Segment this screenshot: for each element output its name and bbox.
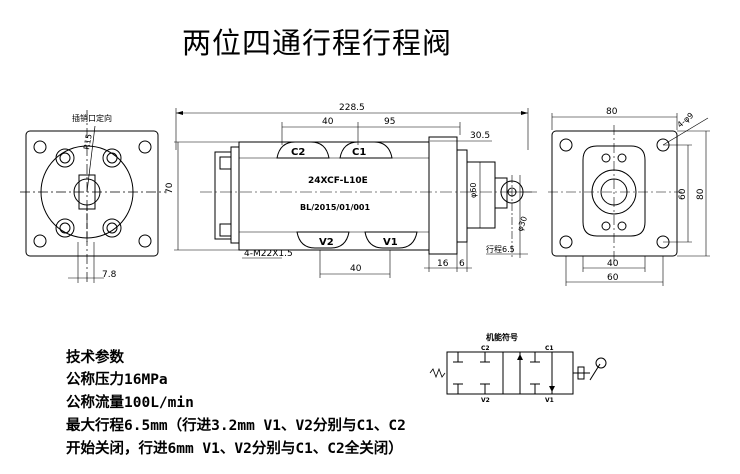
spec-pressure: 公称压力16MPa (66, 372, 168, 388)
specs-heading: 技术参数 (66, 350, 124, 366)
dim-80-right: 80 (696, 188, 706, 200)
port-c1-boss (339, 141, 393, 159)
symbol-v2: V2 (481, 397, 490, 404)
dim-top-95: 95 (384, 117, 395, 127)
dim-stroke: 行程6.5 (486, 244, 515, 254)
dim-dia60: φ60 (469, 183, 478, 198)
dim-60-right: 60 (678, 188, 688, 200)
port-v2-boss (296, 231, 350, 249)
dim-16: 16 (437, 259, 449, 269)
dim-r15: R15 (82, 133, 94, 150)
spec-stroke-line2: 开始关闭，行进6mm V1、V2分别与C1、C2全关闭） (66, 441, 403, 457)
symbol-c2: C2 (481, 345, 490, 352)
port-v1-label: V1 (383, 237, 398, 248)
side-flange-outline (25, 130, 159, 257)
mount-hole (138, 140, 152, 154)
dim-top-40: 40 (322, 117, 334, 127)
end-cap-left (214, 151, 232, 240)
dim-80-top: 80 (606, 107, 618, 117)
dim-dia30: φ30 (515, 215, 529, 233)
port-c1-label: C1 (352, 147, 366, 158)
dim-7-8: 7.8 (102, 270, 117, 280)
symbol-box-right (502, 351, 574, 395)
mount-hole (33, 140, 47, 154)
dim-holes: 4-φ9 (676, 111, 696, 130)
model-number: 24XCF-L10E (308, 176, 368, 186)
port-c2-label: C2 (291, 147, 305, 158)
port-v2-label: V2 (319, 237, 334, 248)
page-title: 两位四通行程行程阀 (182, 26, 453, 60)
function-symbol: 机能符号 C2 C1 V2 V1 (429, 332, 607, 404)
right-flange (428, 136, 458, 255)
dim-6: 6 (459, 259, 465, 269)
dim-40-bottom: 40 (607, 259, 619, 269)
dim-60-bottom: 60 (607, 273, 619, 283)
mount-hole (138, 234, 152, 248)
main-view: 228.5 40 95 30.5 70 (165, 103, 540, 278)
side-view: R15 插销口定向 7.8 (20, 110, 165, 283)
dim-height: 70 (165, 182, 175, 194)
left-flange (230, 146, 240, 244)
mount-hole (33, 234, 47, 248)
bolt-head (55, 148, 122, 238)
symbol-c1: C1 (545, 345, 554, 352)
dim-bottom-40: 40 (350, 264, 362, 274)
symbol-box-left (446, 351, 504, 395)
end-flange-outline (551, 130, 678, 257)
end-view: 80 4-φ9 80 60 (548, 107, 710, 286)
right-step (456, 149, 468, 243)
orientation-note: 插销口定向 (72, 113, 112, 123)
thread-spec: 4-M22X1.5 (244, 249, 293, 259)
dim-overall: 228.5 (339, 103, 365, 113)
plunger-rod (494, 177, 508, 209)
symbol-title: 机能符号 (486, 332, 518, 342)
port-v1-boss (364, 231, 418, 249)
port-c2-boss (276, 141, 330, 159)
spec-stroke-line1: 最大行程6.5mm（行进3.2mm V1、V2分别与C1、C2 (66, 418, 406, 434)
end-boss (582, 145, 646, 237)
dim-30-5: 30.5 (470, 131, 490, 141)
serial-number: BL/2015/01/001 (300, 203, 370, 212)
spec-flow: 公称流量100L/min (66, 395, 194, 411)
symbol-v1: V1 (545, 397, 554, 404)
